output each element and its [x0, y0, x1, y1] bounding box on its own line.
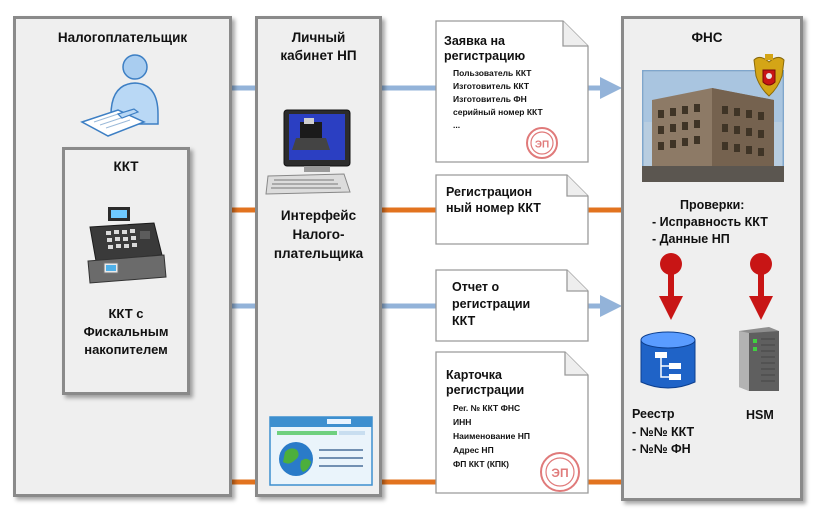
taxpayer-title: Налогоплательщик [57, 30, 188, 45]
card-item: Адрес НП [453, 445, 494, 455]
reg-number-title: Регистрацион ный номер ККТ [446, 185, 541, 215]
hsm-label: HSM [746, 408, 774, 422]
cash-register-icon [87, 207, 167, 284]
cabinet-caption: Интерфейс Налого-плательщика [273, 208, 364, 261]
checks-title: Проверки: [680, 198, 745, 212]
cabinet-title: Личный кабинет НП [280, 30, 357, 63]
signature-stamp-icon: ЭП [526, 127, 558, 159]
coat-of-arms-icon [753, 54, 785, 97]
kkt-caption: ККТ с Фискальным накопителем [83, 306, 169, 357]
pin-arrow-icon [749, 253, 773, 320]
registry-item-2: - №№ ФН [632, 442, 691, 456]
application-item: серийный номер ККТ [453, 107, 543, 117]
card-document: Карточка регистрации Рег. № ККТ ФНС ИНН … [435, 351, 590, 495]
application-item: Изготовитель ФН [453, 94, 527, 104]
card-item: ФП ККТ (КПК) [453, 459, 510, 469]
application-items: Пользователь ККТ Изготовитель ККТ Изгото… [453, 67, 583, 132]
report-title: Отчет о регистрации ККТ [452, 280, 531, 328]
application-title: Заявка на регистрацию [444, 34, 526, 63]
card-item: Наименование НП [453, 431, 530, 441]
user-at-desk-icon [80, 54, 159, 137]
hsm-server-icon [739, 327, 779, 391]
registry-item-1: - №№ ККТ [632, 425, 695, 439]
browser-window-icon [269, 416, 373, 486]
building-photo [642, 70, 784, 182]
report-document: Отчет о регистрации ККТ [435, 269, 590, 343]
check-item-1: - Исправность ККТ [652, 215, 768, 229]
check-item-2: - Данные НП [652, 232, 730, 246]
kkt-title: ККТ [113, 159, 139, 174]
card-items: Рег. № ККТ ФНС ИНН Наименование НП Адрес… [453, 401, 583, 471]
card-item: Рег. № ККТ ФНС [453, 403, 521, 413]
stamp-text: ЭП [551, 466, 568, 480]
stamp-text: ЭП [535, 140, 549, 151]
kkt-panel: ККТ ККТ с Фискальным накопителем [62, 147, 190, 395]
application-item: Изготовитель ККТ [453, 81, 530, 91]
database-icon [640, 331, 696, 389]
card-item: ИНН [453, 417, 472, 427]
registry-title: Реестр [632, 407, 675, 421]
globe-icon [279, 442, 313, 476]
application-item: ... [453, 120, 461, 130]
computer-terminal-icon [265, 109, 351, 195]
fns-title: ФНС [691, 30, 723, 45]
signature-stamp-icon: ЭП [540, 452, 580, 492]
application-item: Пользователь ККТ [453, 68, 532, 78]
reg-number-document: Регистрацион ный номер ККТ [435, 174, 590, 246]
pin-arrow-icon [659, 253, 683, 320]
application-document: Заявка на регистрацию Пользователь ККТ И… [435, 20, 590, 164]
card-title: Карточка регистрации [446, 368, 525, 397]
